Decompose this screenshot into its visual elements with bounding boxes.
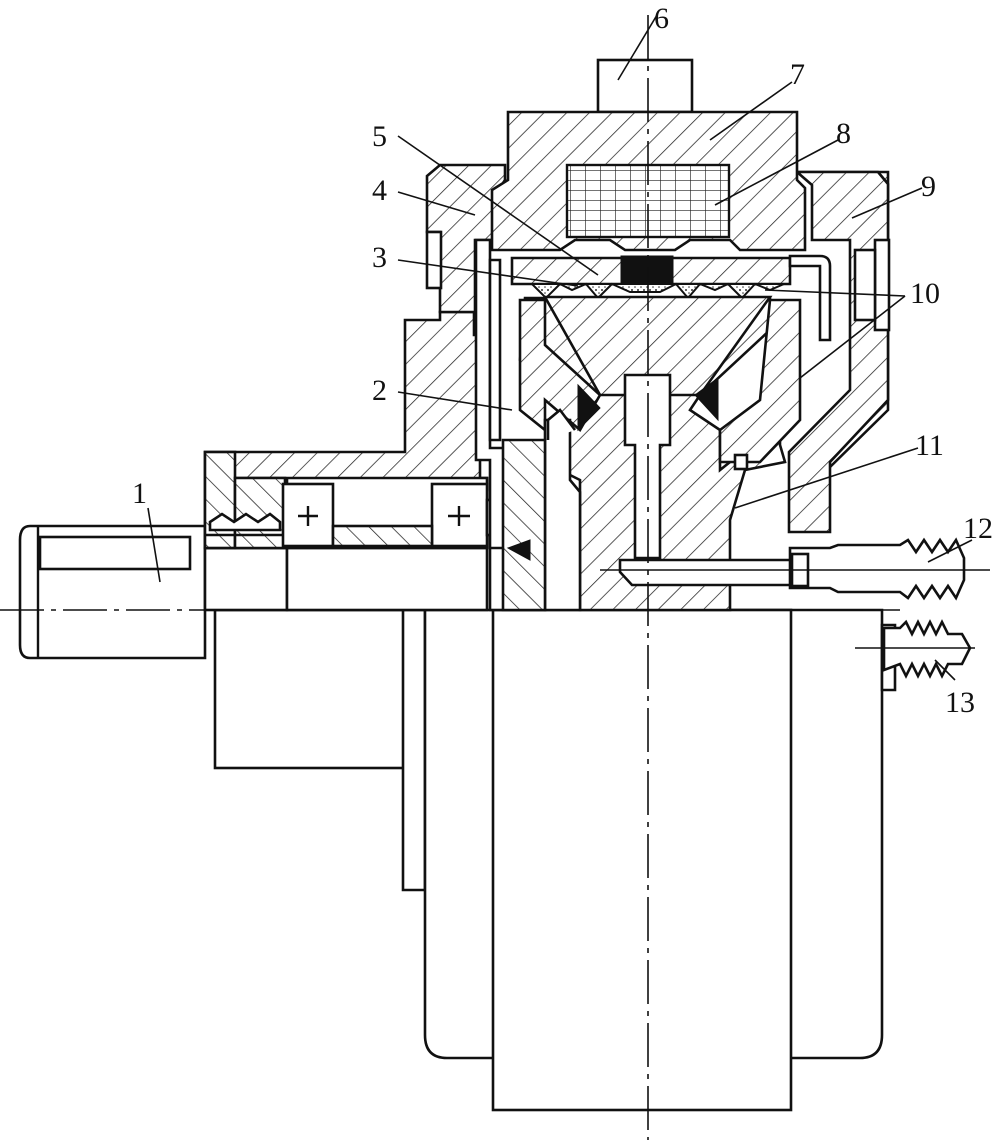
motor-body <box>213 608 897 1112</box>
lower-hose-fitting <box>855 619 975 679</box>
central-hub <box>501 295 812 612</box>
label-7: 7 <box>790 58 805 91</box>
label-1: 1 <box>132 477 147 510</box>
label-4: 4 <box>372 174 387 207</box>
label-9: 9 <box>921 170 936 203</box>
label-6: 6 <box>654 2 669 35</box>
label-3: 3 <box>372 241 387 274</box>
part-labels: 1 2 3 4 5 6 7 8 9 10 11 12 13 <box>132 2 993 719</box>
label-11: 11 <box>915 429 944 462</box>
label-13: 13 <box>945 686 975 719</box>
leader-lines <box>147 14 973 681</box>
left-bearing-housing <box>203 310 499 550</box>
friction-lining <box>516 282 785 300</box>
label-2: 2 <box>372 374 387 407</box>
label-12: 12 <box>963 512 993 545</box>
right-housing <box>787 170 891 534</box>
label-5: 5 <box>372 120 387 153</box>
upper-hose-fitting <box>600 537 990 601</box>
label-10: 10 <box>910 277 940 310</box>
label-8: 8 <box>836 117 851 150</box>
